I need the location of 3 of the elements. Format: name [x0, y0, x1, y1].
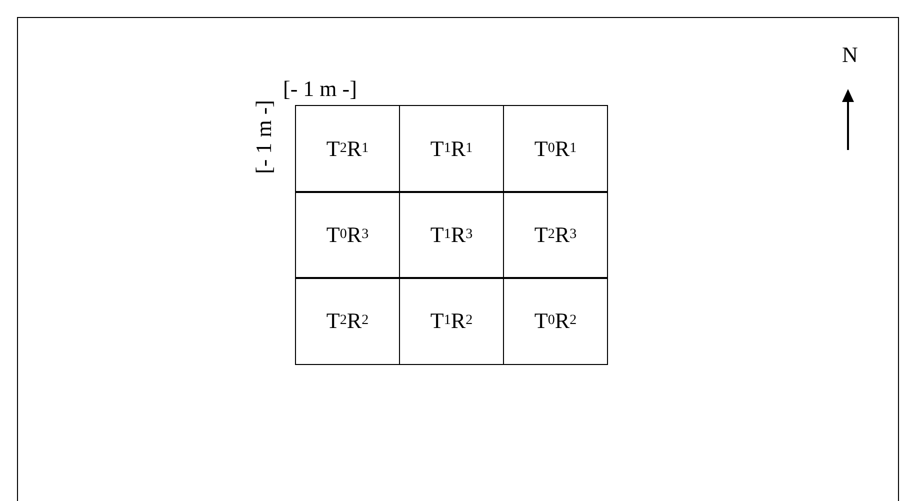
- dimension-label: [- 1 m -]: [253, 100, 275, 174]
- north-label: N: [842, 44, 858, 66]
- dimension-label: [- 1 m -]: [283, 78, 357, 100]
